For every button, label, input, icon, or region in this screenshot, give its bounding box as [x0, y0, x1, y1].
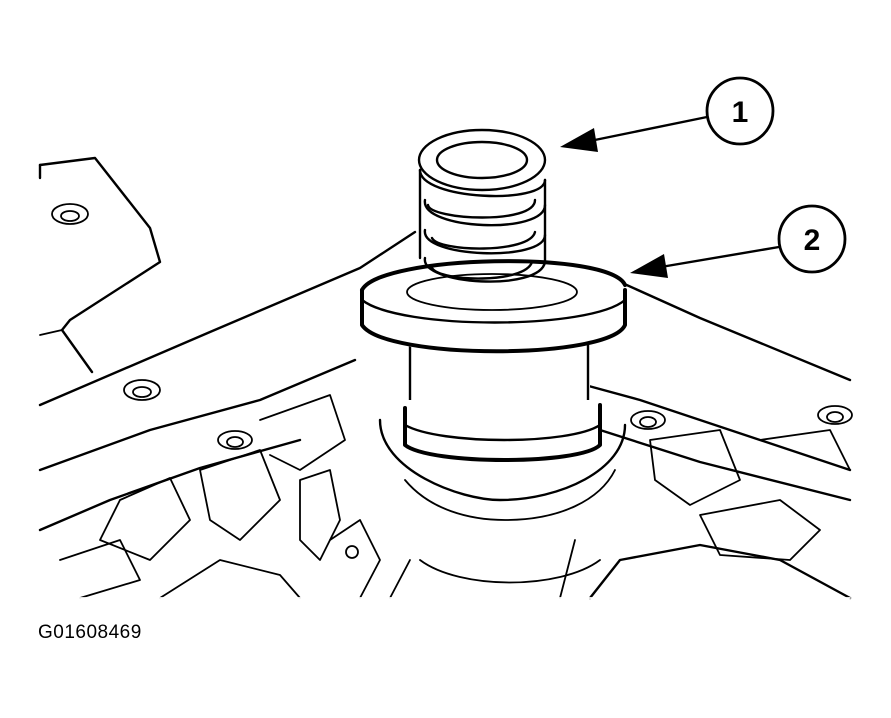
- callout-1: 1: [560, 76, 775, 152]
- valve-body-housing: [38, 156, 853, 600]
- callout-2: 2: [630, 204, 847, 278]
- callout-1-label: 1: [732, 96, 749, 129]
- cup-stem: [403, 340, 602, 462]
- coil-spring: [417, 128, 547, 283]
- callout-2-label: 2: [804, 224, 821, 257]
- spring-retainer-cup: [360, 259, 627, 354]
- figure-id-label: G01608469: [38, 622, 142, 643]
